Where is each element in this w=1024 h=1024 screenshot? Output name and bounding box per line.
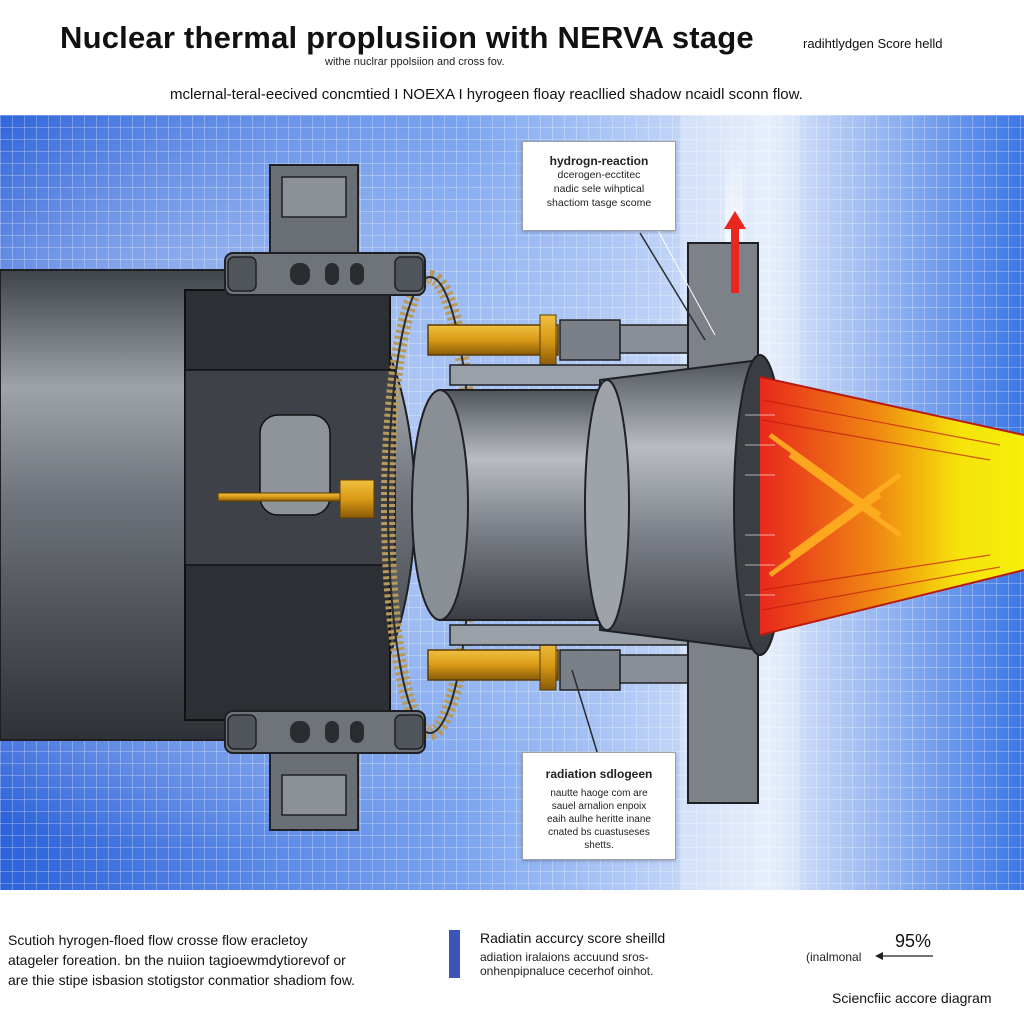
callout-top-line: dcerogen-ecctitec bbox=[557, 169, 641, 181]
footer-mid-line: adiation iralaions accuund sros- bbox=[480, 950, 649, 964]
callout-bottom-line: shetts. bbox=[584, 840, 614, 851]
callout-bottom-title: radiation sdlogeen bbox=[545, 767, 653, 781]
footer-description: Scutioh hyrogen-floed flow crosse flow e… bbox=[8, 930, 355, 990]
callout-bottom-line: nautte haoge com are bbox=[550, 788, 648, 799]
arrow-left-icon bbox=[875, 952, 933, 960]
callout-top-line: nadic sele wihptical bbox=[553, 183, 645, 195]
header-tagline: mclernal-teral-eecived concmtied I NOEXA… bbox=[170, 86, 803, 103]
engine-diagram bbox=[0, 115, 1024, 890]
callout-radiation: radiation sdlogeen nautte haoge com are … bbox=[522, 752, 676, 860]
footer-mid-title: Radiatin accurcy score sheilld bbox=[480, 930, 666, 946]
callout-bottom-line: sauel arnalion enpoix bbox=[551, 801, 647, 812]
score-min-label: (inalmonal bbox=[806, 950, 862, 964]
footer-mid-line: onhenpipnaluce cecerhof oinhot. bbox=[480, 964, 654, 978]
callout-hydrogen-reaction: hydrogn-reaction dcerogen-ecctitec nadic… bbox=[522, 141, 676, 231]
footer-mid-text: adiation iralaions accuund sros- onhenpi… bbox=[480, 950, 653, 978]
diagram-caption: Sciencfiic accore diagram bbox=[832, 990, 992, 1006]
callout-top-line: shactiom tasge scome bbox=[546, 197, 652, 209]
page-title: Nuclear thermal proplusiion with NERVA s… bbox=[60, 20, 754, 55]
callout-bottom-line: eaih aulhe heritte inane bbox=[547, 814, 651, 825]
footer-line: Scutioh hyrogen-floed flow crosse flow e… bbox=[8, 932, 308, 948]
legend-marker bbox=[449, 930, 460, 978]
footer-line: atageler foreation. bn the nuiion tagioe… bbox=[8, 952, 346, 968]
page-subtitle: withe nuclrar ppolsiion and cross fov. bbox=[325, 56, 505, 68]
callout-bottom-line: cnated bs cuastuseses bbox=[548, 827, 650, 838]
callout-top-title: hydrogn-reaction bbox=[549, 154, 649, 168]
top-right-label: radihtlydgen Score helld bbox=[803, 36, 943, 51]
score-percent: 95% bbox=[895, 931, 932, 951]
footer-line: are thie stipe isbasion stotigstor conma… bbox=[8, 972, 356, 988]
